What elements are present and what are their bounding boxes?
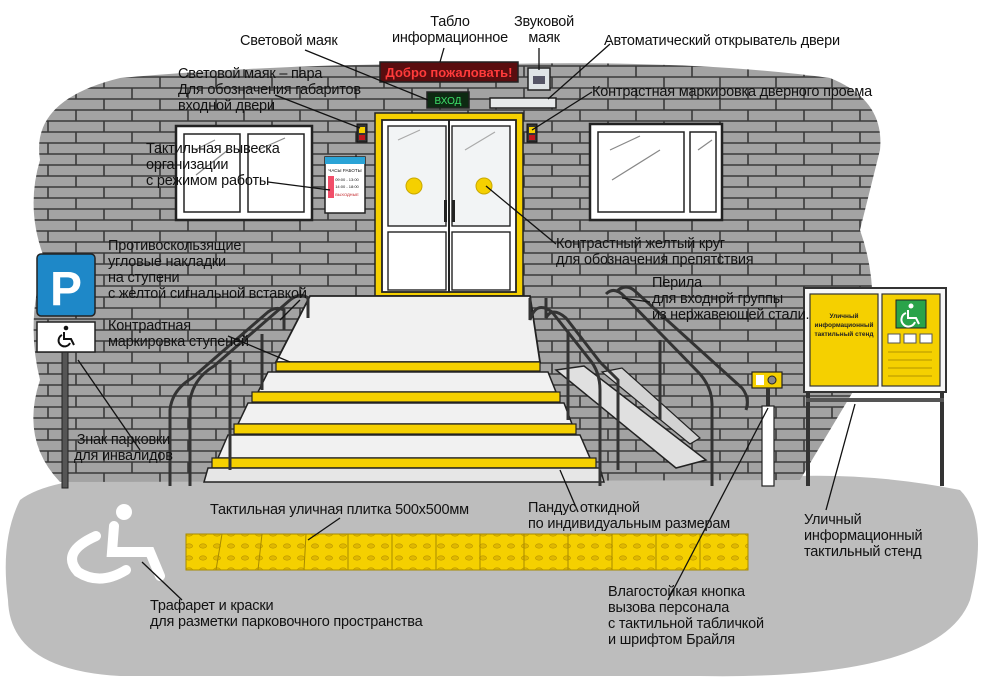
leader-lines [77, 43, 856, 601]
call-button-post [751, 371, 783, 487]
stand-title-2: информационный [814, 321, 873, 329]
right-railing [528, 298, 620, 486]
light-beacon-left [356, 123, 368, 143]
light-beacon-right [526, 123, 538, 143]
right-window [588, 122, 724, 222]
tactile-hours-sign: ЧАСЫ РАБОТЫ 09:00 - 13:00 14:00 - 18:00 … [324, 156, 366, 214]
led-board: Добро пожаловать! [379, 61, 519, 83]
left-railing [168, 293, 310, 486]
stand-title-1: Уличный [829, 312, 858, 320]
label-light-beacon: Световой маяк [240, 33, 338, 49]
led-board-text: Добро пожаловать! [386, 65, 513, 80]
exit-sign: ВХОД [426, 91, 470, 109]
yellow-circle-right [475, 177, 493, 195]
wheelchair-stencil [67, 504, 165, 584]
label-contrast-door: Контрастная маркировка дверного проема [592, 84, 872, 100]
hours-note: ВЫХОДНЫЕ [335, 192, 359, 197]
stand-title-3: тактильный стенд [814, 330, 873, 338]
hours-row-1: 09:00 - 13:00 [335, 177, 359, 182]
exit-sign-text: ВХОД [435, 96, 462, 107]
ground-area [5, 475, 978, 677]
tactile-tile-strip [185, 533, 749, 571]
sound-beacon [527, 67, 551, 91]
parking-sign: P [36, 253, 96, 489]
yellow-circle-left [405, 177, 423, 195]
street-info-stand: Уличный информационный тактильный стенд [803, 287, 947, 486]
ramp-railing [604, 285, 749, 486]
parking-letter: P [50, 263, 82, 316]
entrance-door [374, 112, 524, 297]
hours-title: ЧАСЫ РАБОТЫ [328, 168, 361, 173]
left-window [174, 124, 314, 222]
auto-door-opener [489, 97, 557, 109]
label-tactile-tile: Тактильная уличная плитка 500х500мм [210, 502, 469, 518]
folding-ramp [554, 365, 708, 469]
hours-row-2: 14:00 - 18:00 [335, 184, 359, 189]
label-auto-opener: Автоматический открыватель двери [604, 33, 840, 49]
